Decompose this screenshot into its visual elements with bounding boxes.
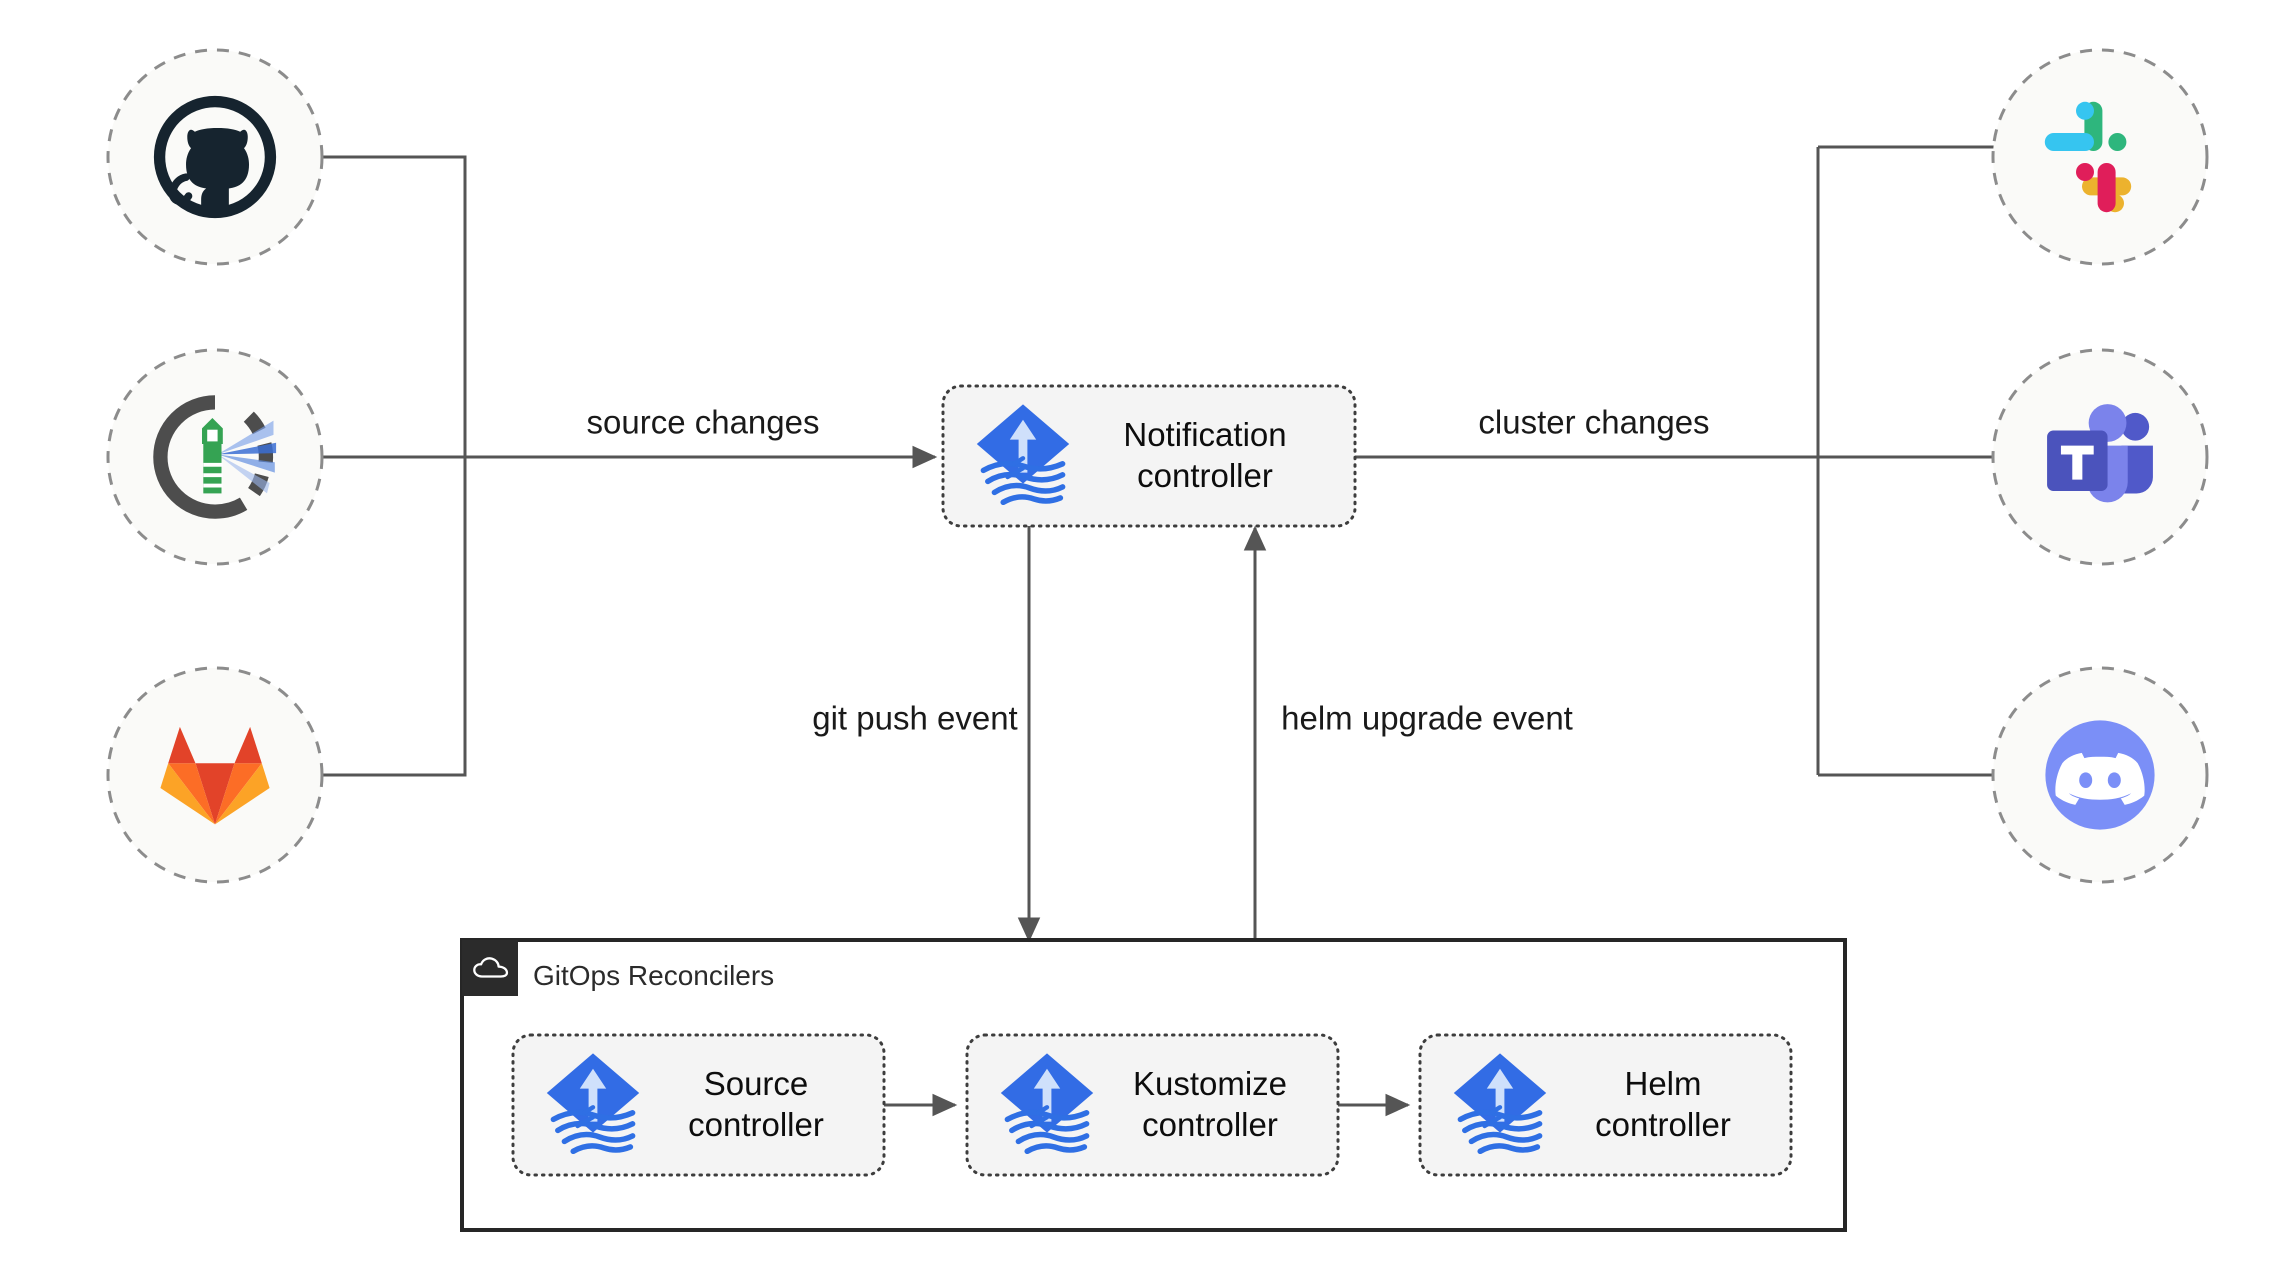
- notification-controller-label-line2: controller: [1137, 457, 1273, 494]
- source-controller-node[interactable]: Source controller: [511, 1033, 886, 1177]
- edge-cluster-changes: cluster changes: [1355, 135, 2021, 787]
- edge-helm-upgrade-event: helm upgrade event: [1243, 525, 1573, 940]
- kustomize-controller-label-line1: Kustomize: [1133, 1065, 1287, 1102]
- helm-controller-label-line2: controller: [1595, 1106, 1731, 1143]
- discord-icon: [2045, 720, 2154, 829]
- helm-controller-node[interactable]: Helm controller: [1418, 1033, 1793, 1177]
- gitops-reconcilers-title: GitOps Reconcilers: [533, 960, 774, 991]
- source-controller-label-line1: Source: [704, 1065, 809, 1102]
- edge-label-source-changes: source changes: [587, 404, 820, 441]
- source-node-github[interactable]: [106, 48, 324, 266]
- source-node-gitlab[interactable]: [106, 666, 324, 884]
- notification-controller-label-line1: Notification: [1123, 416, 1286, 453]
- notification-controller-node[interactable]: Notification controller: [941, 384, 1357, 528]
- kustomize-controller-label-line2: controller: [1142, 1106, 1278, 1143]
- edge-label-git-push-event: git push event: [812, 700, 1017, 737]
- provider-node-slack[interactable]: [1991, 48, 2209, 266]
- helm-controller-label-line1: Helm: [1624, 1065, 1701, 1102]
- container-tab: [462, 940, 518, 996]
- provider-node-discord[interactable]: [1991, 666, 2209, 884]
- edge-label-helm-upgrade-event: helm upgrade event: [1281, 700, 1573, 737]
- gitops-reconcilers-container: GitOps Reconcilers Source controller Kus…: [460, 938, 1847, 1232]
- kustomize-controller-node[interactable]: Kustomize controller: [965, 1033, 1340, 1177]
- source-node-flagger[interactable]: [106, 348, 324, 566]
- provider-node-teams[interactable]: [1991, 348, 2209, 566]
- edge-label-cluster-changes: cluster changes: [1478, 404, 1709, 441]
- source-controller-label-line2: controller: [688, 1106, 824, 1143]
- edge-source-changes: source changes: [293, 155, 938, 777]
- edge-git-push-event: git push event: [812, 526, 1041, 943]
